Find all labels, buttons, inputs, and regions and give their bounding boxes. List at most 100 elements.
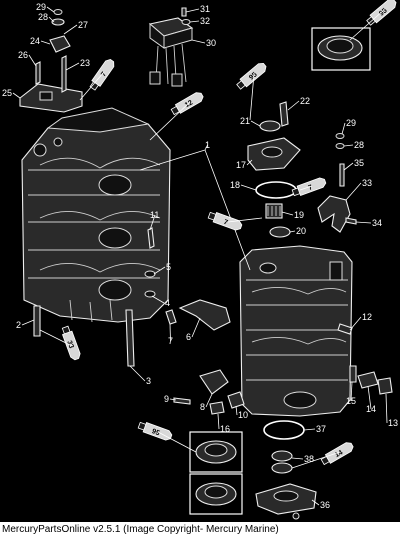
callout-38: 38 — [304, 454, 314, 464]
callout-18: 18 — [230, 180, 240, 190]
lube-tube-leader — [349, 9, 385, 41]
bolt-34 — [345, 217, 357, 225]
leader-19 — [281, 211, 294, 216]
lube-tube-leader — [79, 71, 105, 101]
leader-12 — [349, 316, 362, 331]
cover-plate — [19, 83, 83, 113]
callout-17: 17 — [236, 160, 246, 170]
lube-tube-label: 95 — [378, 7, 389, 17]
nut-29-right — [335, 133, 345, 139]
lube-tube-leader — [249, 73, 255, 121]
leader-10 — [235, 405, 238, 416]
crankcase-cover — [239, 245, 353, 417]
leader-lines — [12, 6, 388, 506]
leader-34 — [355, 221, 372, 224]
leader-7 — [169, 323, 171, 342]
callout-13: 13 — [388, 418, 398, 428]
dowel-4 — [144, 290, 156, 298]
lube-tube-leader — [157, 431, 197, 453]
bracket-33 — [317, 195, 351, 233]
callout-labels: 1234567891011121314151617181920212223242… — [2, 2, 398, 510]
callout-36: 36 — [320, 500, 330, 510]
copyright-text: MercuryPartsOnline v2.5.1 (Image Copyrig… — [2, 524, 279, 535]
callout-21: 21 — [240, 116, 250, 126]
callout-11: 11 — [150, 210, 159, 220]
o-ring-18 — [255, 181, 297, 199]
plug-14 — [357, 371, 379, 389]
washer-28-right — [335, 143, 345, 149]
bolt-12 — [337, 323, 353, 335]
callout-16: 16 — [220, 424, 230, 434]
lube-tube-leader — [291, 451, 341, 469]
lube-tube-label: 7 — [308, 184, 314, 192]
callout-29: 29 — [346, 118, 356, 128]
callout-26: 26 — [18, 50, 28, 60]
lube-tube-95: 95 — [236, 63, 267, 90]
callout-35: 35 — [354, 158, 364, 168]
leader-15 — [350, 381, 353, 402]
lube-tube-label: 7 — [100, 71, 108, 78]
roller-bearing-19 — [265, 203, 283, 219]
leader-16 — [217, 413, 220, 430]
leader-23 — [65, 62, 80, 71]
leader-5 — [153, 266, 166, 275]
leader-31 — [185, 8, 200, 13]
seal-21 — [259, 120, 281, 132]
callout-19: 19 — [294, 210, 304, 220]
callout-9: 9 — [164, 394, 169, 404]
callout-37: 37 — [316, 424, 326, 434]
clamp-8 — [199, 369, 229, 395]
leader-36 — [311, 499, 320, 506]
leader-38 — [291, 457, 304, 460]
nut-washer — [51, 9, 65, 26]
bolt-15 — [349, 365, 357, 383]
callout-24: 24 — [30, 36, 40, 46]
stud-26 — [35, 61, 41, 85]
callout-28: 28 — [354, 140, 364, 150]
callout-31: 31 — [200, 4, 210, 14]
leader-17 — [246, 159, 253, 166]
leader-33 — [345, 182, 362, 201]
lube-tube-95: 95 — [137, 421, 173, 441]
o-ring-37 — [263, 420, 305, 440]
lube-tube-label: 14 — [334, 449, 344, 459]
lube-tube-leader — [299, 185, 313, 191]
bearing-housing-17 — [247, 137, 301, 171]
leader-22 — [287, 100, 300, 111]
leader-29 — [341, 122, 346, 135]
leader-14 — [367, 385, 372, 410]
leader-24 — [40, 40, 51, 45]
callout-6: 6 — [186, 332, 191, 342]
shift-lever-6 — [178, 299, 231, 331]
callout-22: 22 — [300, 96, 310, 106]
callout-8: 8 — [200, 402, 205, 412]
callout-10: 10 — [238, 410, 248, 420]
leader-35 — [343, 162, 354, 171]
cylinder-block — [21, 107, 171, 323]
callout-23: 23 — [80, 58, 90, 68]
stud-23 — [61, 55, 67, 93]
callout-4: 4 — [165, 298, 170, 308]
leader-30 — [191, 39, 206, 44]
lube-tube-label: 95 — [151, 428, 161, 437]
leader-18 — [240, 184, 257, 191]
leader-29 — [46, 6, 55, 13]
seal-38a — [271, 450, 293, 462]
leader-9 — [169, 398, 177, 401]
callout-32: 32 — [200, 16, 210, 26]
bolt-7 — [165, 309, 177, 325]
callout-7: 7 — [168, 336, 173, 346]
leader-37 — [303, 428, 316, 431]
lube-tube-12: 12 — [170, 92, 204, 116]
stud-3 — [125, 309, 135, 367]
leader-27 — [63, 24, 78, 35]
grommet-32 — [181, 19, 191, 25]
washer-36 — [292, 512, 300, 520]
leader-8 — [205, 393, 213, 408]
callout-29: 29 — [36, 2, 46, 12]
callout-15: 15 — [346, 396, 356, 406]
lube-tube-label: 12 — [184, 99, 194, 109]
bolt-9 — [173, 397, 191, 405]
leader-32 — [189, 20, 200, 23]
